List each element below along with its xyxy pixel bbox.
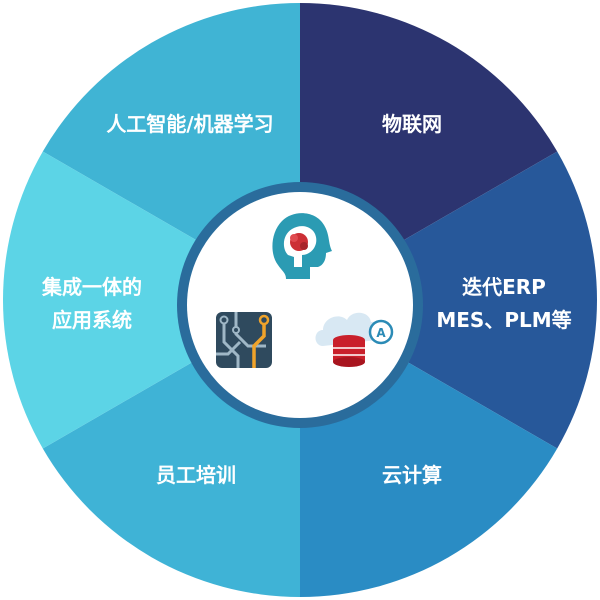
label-erp-line1: 迭代ERP — [462, 275, 546, 299]
cloud-database-icon: A — [315, 312, 394, 367]
circuit-board-icon — [216, 312, 272, 368]
label-cloud: 云计算 — [382, 463, 442, 487]
label-integrated-line2: 应用系统 — [52, 308, 132, 332]
brain-head-icon — [272, 213, 332, 279]
segment-labels: 人工智能/机器学习 物联网 迭代ERP MES、PLM等 云计算 员工培训 集成… — [41, 112, 572, 487]
label-erp-line2: MES、PLM等 — [436, 308, 571, 332]
label-integrated-line1: 集成一体的 — [41, 275, 142, 299]
label-ai-ml: 人工智能/机器学习 — [106, 112, 273, 136]
label-iot: 物联网 — [382, 112, 442, 136]
label-training: 员工培训 — [156, 463, 236, 487]
segment-integrated-apps — [2, 151, 300, 449]
svg-text:A: A — [376, 326, 386, 340]
segment-erp-mes-plm — [300, 151, 598, 449]
